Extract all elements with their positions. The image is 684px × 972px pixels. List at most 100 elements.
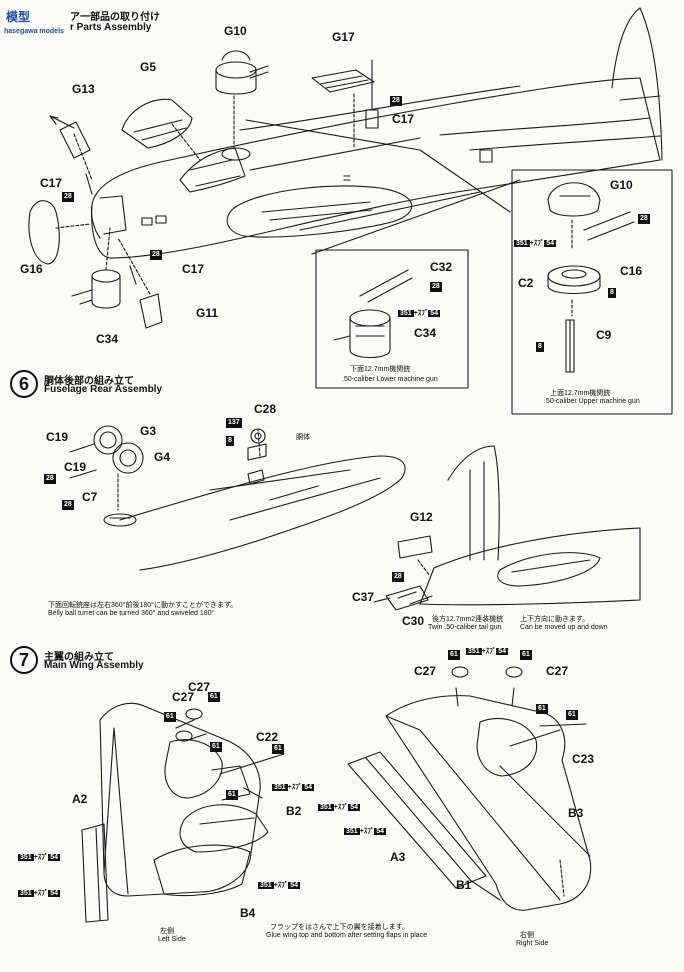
right-side-jp: 右側 xyxy=(520,932,534,939)
part-label-c37: C37 xyxy=(352,590,375,604)
paint-54-d: 54 xyxy=(48,854,61,861)
note-updown-en: Can be moved up and down xyxy=(520,624,608,631)
part-label-g16: G16 xyxy=(20,262,43,276)
step-number-6: 6 xyxy=(10,370,38,398)
part-label-c19-b: C19 xyxy=(64,460,87,474)
paint-sep-b: +ｽﾌﾟ xyxy=(529,240,545,247)
section7-heading-jp: 主翼の組み立て xyxy=(44,652,114,663)
section5-heading-jp: ア一部品の取り付け xyxy=(70,12,160,23)
part-label-c28: C28 xyxy=(254,402,277,416)
part-label-g10-b: G10 xyxy=(610,178,633,192)
section5-heading-en: r Parts Assembly xyxy=(70,22,152,33)
paint-61-a: 61 xyxy=(208,692,220,702)
paint-sep-c: +ｽﾌﾟ xyxy=(287,784,303,791)
paint-sep-i: +ｽﾌﾟ xyxy=(359,828,375,835)
part-label-g17: G17 xyxy=(332,30,355,44)
part-label-c23: C23 xyxy=(572,752,595,766)
part-label-c32: C32 xyxy=(430,260,453,274)
paint-28-b: 28 xyxy=(390,96,402,106)
paint-351-c: 351 xyxy=(272,784,288,791)
c27-parts xyxy=(175,666,523,742)
part-label-c34-a: C34 xyxy=(96,332,119,346)
paint-61-f: 61 xyxy=(448,650,460,660)
paint-351-d: 351 xyxy=(18,854,34,861)
paint-351-b: 351 xyxy=(514,240,530,247)
part-label-b4: B4 xyxy=(240,906,256,920)
part-label-c27-a: C27 xyxy=(188,680,211,694)
step-number-7: 7 xyxy=(10,646,38,674)
paint-sep-e: +ｽﾌﾟ xyxy=(33,890,49,897)
paint-351-i: 351 xyxy=(344,828,360,835)
part-label-c30: C30 xyxy=(402,614,425,628)
section6-fuselage xyxy=(69,425,406,571)
paint-351-h: 351 xyxy=(318,804,334,811)
paint-54-c: 54 xyxy=(302,784,315,791)
paint-61-g: 61 xyxy=(520,650,532,660)
paint-8-a: 8 xyxy=(608,288,616,298)
part-label-a3: A3 xyxy=(390,850,406,864)
paint-61-i: 61 xyxy=(566,710,578,720)
note-belly-en: Belly ball turret can be turned 360° and… xyxy=(48,610,215,617)
paint-28-h: 28 xyxy=(392,572,404,582)
note-tail-en: Twin .50-caliber tail gun xyxy=(428,624,502,631)
paint-54-b: 54 xyxy=(544,240,557,247)
part-label-c16: C16 xyxy=(620,264,643,278)
section7-right-wing xyxy=(347,687,592,911)
paint-61-d: 61 xyxy=(272,744,284,754)
part-label-b1: B1 xyxy=(456,878,472,892)
site-logo: 模型 xyxy=(6,8,30,32)
part-label-c9: C9 xyxy=(596,328,612,342)
paint-54-g: 54 xyxy=(496,648,509,655)
paint-54-f: 54 xyxy=(288,882,301,889)
inset-upper-caption-jp: 上面12.7mm機関銃 xyxy=(550,390,611,397)
paint-54-i: 54 xyxy=(374,828,387,835)
part-label-c27-b: C27 xyxy=(172,690,195,704)
paint-54-e: 54 xyxy=(48,890,61,897)
paint-54-a: 54 xyxy=(428,310,441,317)
section7-heading-en: Main Wing Assembly xyxy=(44,660,144,671)
paint-137: 137 xyxy=(226,418,242,428)
note-tail-jp: 後方12.7mm2連装機銃 xyxy=(432,616,504,623)
section5-fuselage xyxy=(28,7,663,329)
right-side-en: Right Side xyxy=(516,940,549,947)
part-label-c19-a: C19 xyxy=(46,430,69,444)
part-label-c17-c: C17 xyxy=(182,262,205,276)
left-side-en: Left Side xyxy=(158,936,186,943)
part-label-c34-b: C34 xyxy=(414,326,437,340)
section6-tail xyxy=(373,445,641,611)
paint-sep-g: +ｽﾌﾟ xyxy=(481,648,497,655)
section6-heading-jp: 胴体後部の組み立て xyxy=(44,376,134,387)
note-belly-jp: 下面回転銃座は左右360°前後180°に動かすことができます。 xyxy=(48,602,238,609)
part-label-g5: G5 xyxy=(140,60,157,74)
paint-351-a: 351 xyxy=(398,310,414,317)
paint-351-e: 351 xyxy=(18,890,34,897)
note-glue-en: Glue wing top and bottom after setting f… xyxy=(266,932,428,939)
inset-lower-caption-en: .50-caliber Lower machine gun xyxy=(342,376,438,383)
paint-351-f: 351 xyxy=(258,882,274,889)
part-label-g12: G12 xyxy=(410,510,433,524)
paint-61-c: 61 xyxy=(210,742,222,752)
note-glue-jp: フラップをはさんで上下の翼を接着します。 xyxy=(270,924,409,931)
paint-28-g: 28 xyxy=(62,500,74,510)
paint-sep-a: +ｽﾌﾟ xyxy=(413,310,429,317)
paint-28-e: 28 xyxy=(638,214,650,224)
part-label-a2: A2 xyxy=(72,792,88,806)
paint-28-f: 28 xyxy=(44,474,56,484)
paint-61-b: 61 xyxy=(164,712,176,722)
part-label-b3: B3 xyxy=(568,806,584,820)
paint-8-b: 8 xyxy=(536,342,544,352)
section7-left-wing xyxy=(81,702,285,923)
paint-sep-f: +ｽﾌﾟ xyxy=(273,882,289,889)
part-label-g4: G4 xyxy=(154,450,171,464)
paint-351-g: 351 xyxy=(466,648,482,655)
part-label-c17-a: C17 xyxy=(40,176,63,190)
